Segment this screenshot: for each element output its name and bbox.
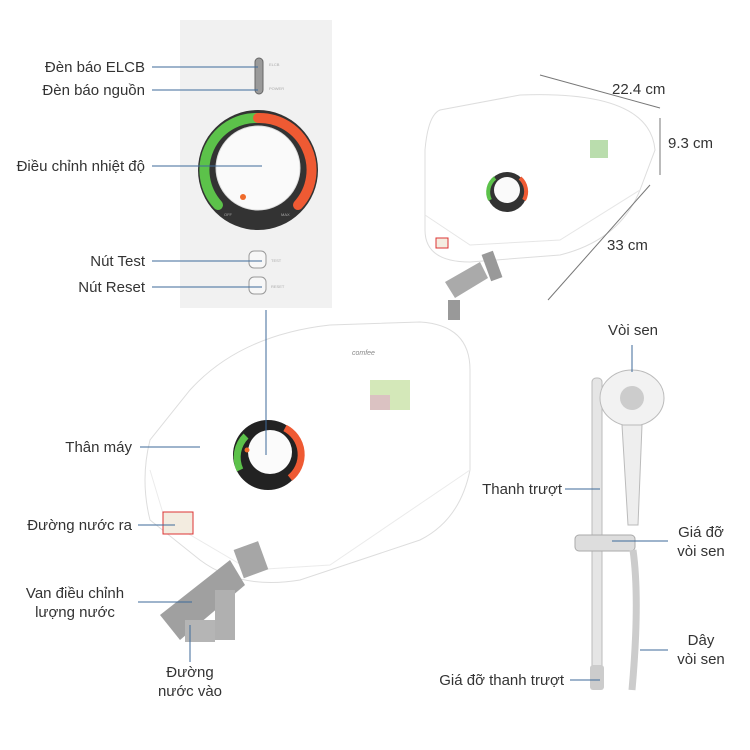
label-holder-line1: Giá đỡ [678,524,724,541]
dimension-length: 33 cm [607,237,648,254]
dimension-height: 9.3 cm [668,135,714,152]
reset-button [248,276,267,295]
control-panel-closeup: ELCB POWER OFF MAX TEST RESET [180,20,332,308]
outlet-pipe [162,511,194,535]
heater-main-view: comfee [144,321,471,642]
dimension-width: 22.4 cm [612,81,666,98]
label-shower-hose: Dây vòi sen [668,631,734,669]
label-water-inlet: Đường nước vào [140,663,240,701]
valve-handle [160,560,245,640]
label-inlet-line2: nước vào [157,683,223,700]
max-text: MAX [281,212,290,217]
brand-logo: comfee [352,350,375,357]
indicator-lights [254,57,264,95]
label-elcb-light: Đèn báo ELCB [44,59,145,76]
label-water-outlet: Đường nước ra [27,517,132,534]
label-rail-holder: Giá đỡ thanh trượt [439,672,564,689]
label-valve-line2: lượng nước [35,604,115,621]
test-text: TEST [271,258,282,263]
label-hose-line2: vòi sen [677,651,725,668]
power-text: POWER [269,86,284,91]
inlet-pipe [233,541,269,579]
label-reset-button: Nút Reset [78,279,145,296]
shower-holder [574,534,636,552]
slide-rail [591,377,603,679]
shower-hose [628,549,640,691]
label-shower-holder: Giá đỡ vòi sen [668,523,734,561]
test-button [248,250,267,269]
elcb-text: ELCB [269,62,280,67]
heater-small-view [424,94,656,320]
label-power-light: Đèn báo nguồn [42,82,145,99]
label-valve-line1: Van điều chỉnh [25,585,125,602]
temperature-knob [215,125,301,211]
label-valve: Van điều chỉnh lượng nước [10,584,140,622]
dimension-lines [539,74,661,301]
reset-text: RESET [271,284,285,289]
label-body: Thân máy [65,439,132,456]
off-text: OFF [224,212,233,217]
label-inlet-line1: Đường [166,664,214,681]
leader-lines [138,66,668,681]
label-showerhead: Vòi sen [607,322,659,339]
label-temperature: Điều chỉnh nhiệt độ [16,158,145,175]
label-hose-line1: Dây [687,632,715,649]
shower-set [574,369,665,691]
label-slide-rail: Thanh trượt [482,481,562,498]
rail-holder [590,665,604,690]
label-test-button: Nút Test [90,253,145,270]
label-holder-line2: vòi sen [677,543,725,560]
